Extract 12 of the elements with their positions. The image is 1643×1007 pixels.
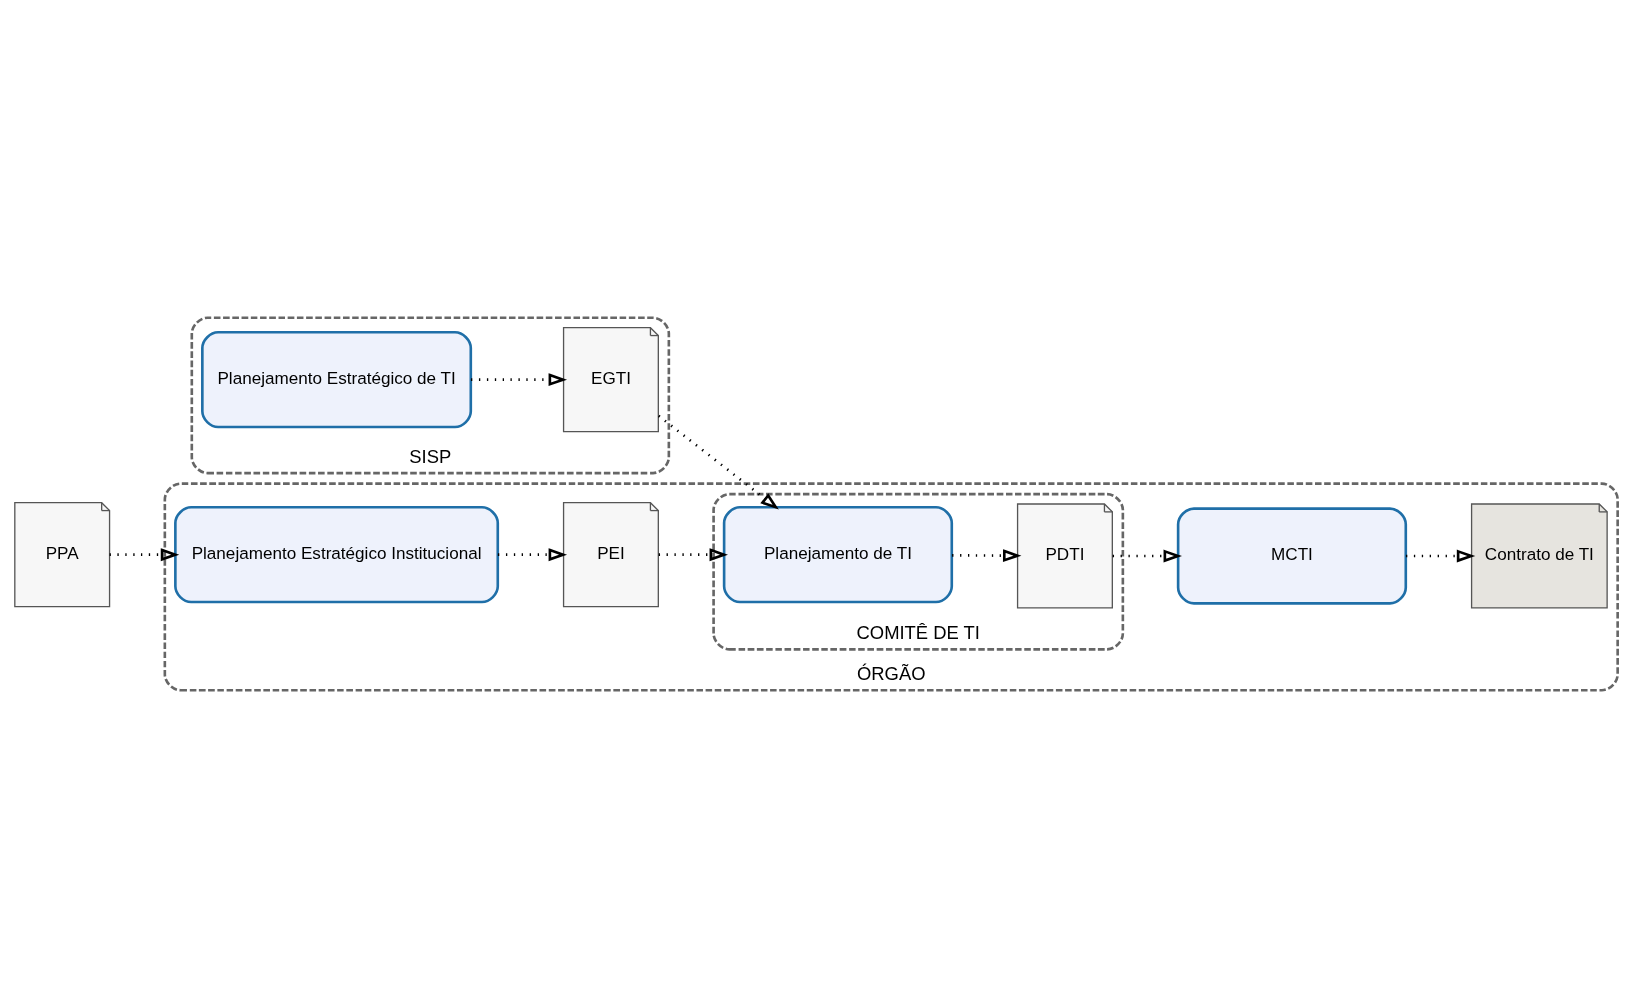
- node-box: Planejamento de TI: [722, 505, 954, 603]
- arrow: [657, 414, 779, 510]
- arrow: [1406, 549, 1476, 562]
- arrow: [109, 547, 180, 561]
- arrow: [1112, 549, 1182, 562]
- node-box: Planejamento Estratégico Institucional: [174, 505, 500, 603]
- node-box: Planejamento Estratégico de TI: [201, 330, 473, 428]
- node-box: MCTI: [1176, 506, 1408, 605]
- arrow: [952, 548, 1022, 562]
- arrow: [658, 547, 728, 561]
- arrow: [470, 372, 567, 386]
- arrow: [497, 547, 568, 561]
